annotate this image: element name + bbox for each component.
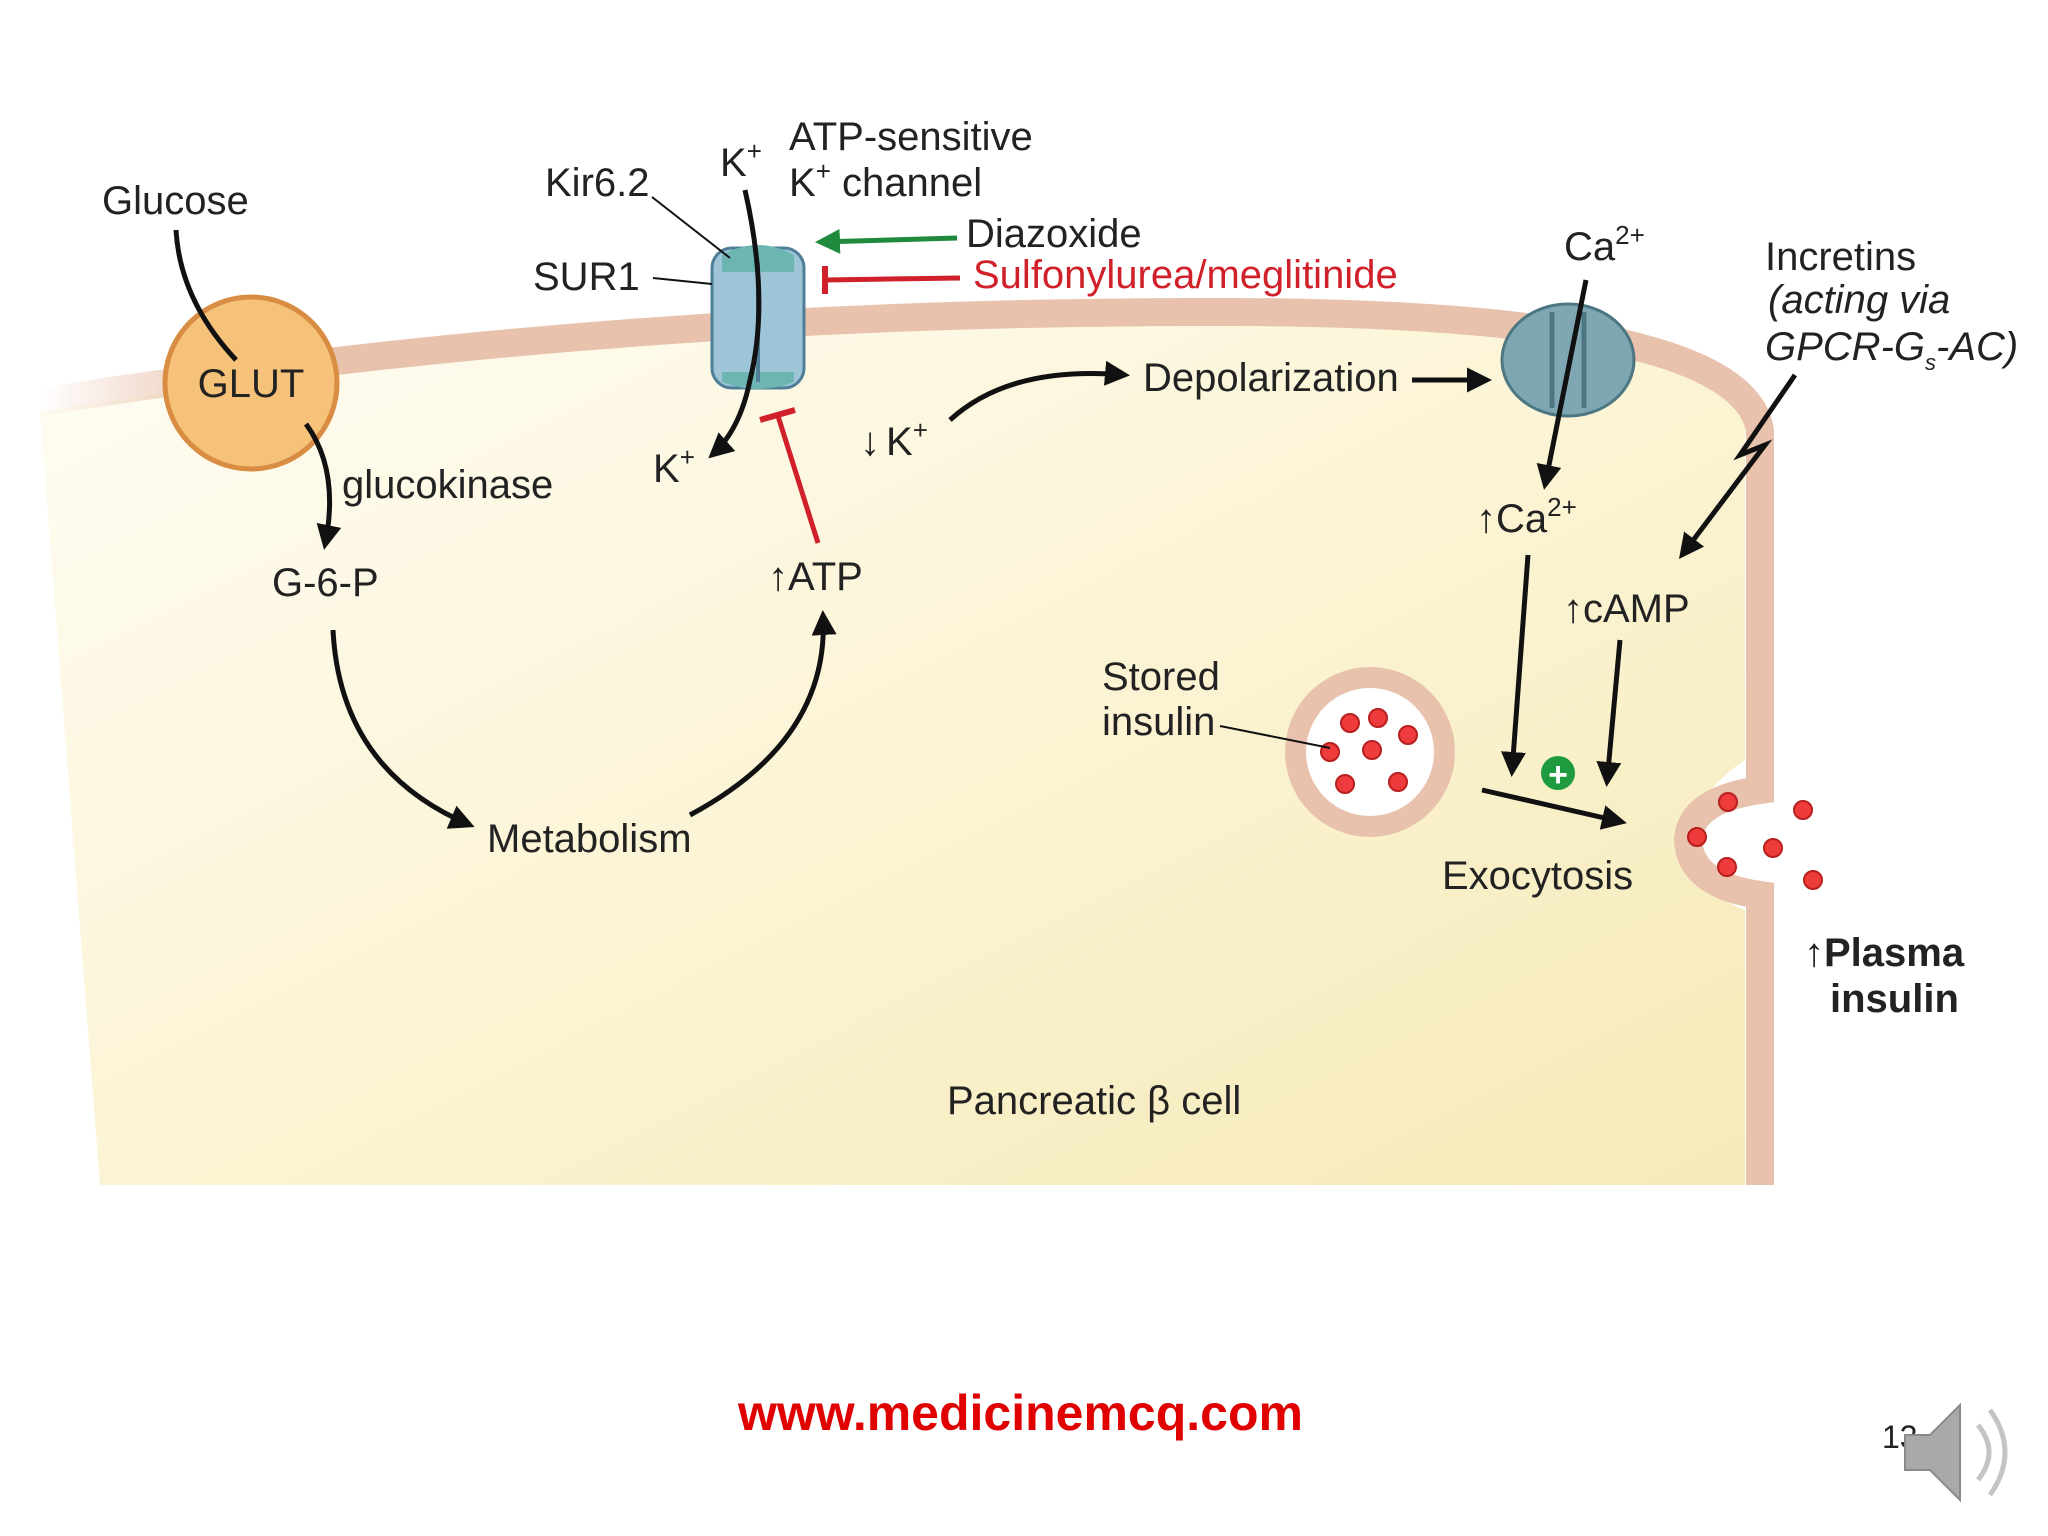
- vesicle-to-exocytosis-arrow: [1481, 787, 1627, 830]
- insulin-granule: [1340, 713, 1360, 733]
- diazoxide-arrow: [815, 228, 958, 254]
- incretins-line3: GPCR-Gs-AC): [1765, 325, 2018, 375]
- ca-to-exocytosis-arrow: [1501, 554, 1531, 777]
- insulin-granule: [1362, 740, 1382, 760]
- insulin-granule: [1763, 838, 1783, 858]
- atp-label: ↑ATP: [768, 555, 863, 599]
- insulin-granule: [1718, 792, 1738, 812]
- insulin-granule: [1368, 708, 1388, 728]
- sulfonylurea-inhibit-line: [824, 275, 961, 283]
- cell-type-label: Pancreatic β cell: [947, 1079, 1241, 1123]
- sur1-label: SUR1: [533, 255, 640, 299]
- stored-insulin-pointer: [1219, 725, 1331, 749]
- plasma-insulin-line1: ↑Plasma: [1804, 931, 1965, 975]
- incretins-label: Incretins: [1765, 235, 1916, 279]
- k-decrease-label: ↓K+: [860, 415, 928, 464]
- insulin-granule: [1717, 857, 1737, 877]
- insulin-granule: [1687, 827, 1707, 847]
- k-to-depolarization-arrow: [948, 360, 1130, 422]
- atp-inhibit-line: [775, 415, 821, 544]
- metabolism-label: Metabolism: [487, 817, 692, 861]
- k-inside-label: K+: [653, 442, 695, 491]
- g6p-label: G-6-P: [272, 561, 379, 605]
- kir-pointer: [651, 196, 731, 259]
- metabolism-to-atp-arrow: [688, 610, 837, 818]
- kir-label: Kir6.2: [545, 161, 650, 205]
- ca-increase-label: ↑Ca2+: [1476, 492, 1577, 541]
- diazoxide-label: Diazoxide: [966, 212, 1142, 256]
- ca-outside-label: Ca2+: [1564, 220, 1645, 269]
- insulin-granule: [1335, 774, 1355, 794]
- g6p-to-metabolism-arrow: [330, 629, 475, 829]
- website-url: www.medicinemcq.com: [737, 1385, 1303, 1441]
- glut-to-g6p-arrow: [303, 422, 342, 550]
- sur1-pointer: [652, 277, 713, 285]
- insulin-granule: [1793, 800, 1813, 820]
- camp-label: ↑cAMP: [1563, 587, 1690, 631]
- glut-label: GLUT: [198, 362, 305, 406]
- released-insulin: [1687, 792, 1823, 890]
- exocytosis-label: Exocytosis: [1442, 854, 1633, 898]
- k-outside-label: K+: [720, 136, 762, 185]
- k-efflux-arrow: [708, 189, 762, 459]
- channel-name-line2: K+ channel: [789, 156, 982, 205]
- stored-insulin-line1: Stored: [1102, 655, 1220, 699]
- insulin-granule: [1803, 870, 1823, 890]
- glucokinase-label: glucokinase: [342, 463, 553, 507]
- plus-badge: +: [1541, 756, 1575, 794]
- plus-sign: +: [1548, 756, 1568, 794]
- insulin-granule: [1388, 772, 1408, 792]
- insulin-granule: [1398, 725, 1418, 745]
- channel-name-line1: ATP-sensitive: [789, 115, 1033, 159]
- insulin-granule: [1320, 742, 1340, 762]
- cytoplasm: [40, 321, 1745, 1185]
- incretins-signal-arrow: [1678, 373, 1798, 559]
- ca-influx-arrow: [1536, 279, 1589, 490]
- stored-insulin-line2: insulin: [1102, 700, 1215, 744]
- speaker-icon[interactable]: [1904, 1402, 2008, 1503]
- glucose-label: Glucose: [102, 179, 249, 223]
- sulfonylurea-label: Sulfonylurea/meglitinide: [973, 253, 1398, 297]
- plasma-insulin-line2: insulin: [1830, 977, 1959, 1021]
- atp-inhibit-bar: [759, 407, 796, 423]
- insulin-vesicle: [1285, 667, 1455, 837]
- depolarization-label: Depolarization: [1143, 356, 1399, 400]
- incretins-line2: (acting via: [1768, 278, 1950, 322]
- glut-transporter: GLUT: [162, 294, 340, 472]
- camp-to-exocytosis-arrow: [1596, 639, 1623, 787]
- glucose-to-glut-arrow: [173, 229, 238, 362]
